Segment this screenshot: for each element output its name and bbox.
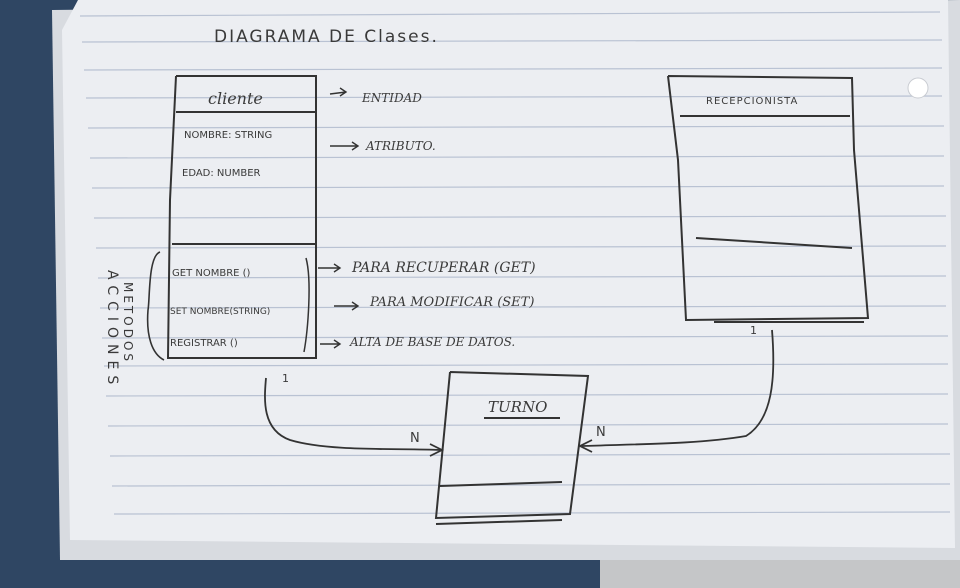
- class-recepcionista: [667, 75, 870, 323]
- annotation-get: PARA RECUPERAR (GET): [351, 260, 536, 276]
- class-turno: [434, 371, 590, 525]
- class-cliente: [166, 75, 317, 359]
- multiplicity-turno-right: N: [596, 425, 606, 440]
- side-label-acciones: ACCIONES: [104, 270, 120, 390]
- paper-sheet: [62, 0, 955, 548]
- cliente-attribute-edad: EDAD: NUMBER: [182, 168, 261, 179]
- ruled-lines: [79, 11, 951, 515]
- diagram-title: DIAGRAMA DE Clases.: [214, 27, 439, 47]
- cliente-method-set: SET NOMBRE(STRING): [170, 307, 270, 317]
- annotation-registrar: ALTA DE BASE DE DATOS.: [349, 335, 515, 349]
- annotation-atributo: ATRIBUTO.: [365, 139, 436, 153]
- methods-bracket-right: [303, 257, 310, 353]
- class-cliente-name: cliente: [208, 89, 263, 108]
- cliente-attribute-nombre: NOMBRE: STRING: [184, 130, 272, 141]
- cliente-method-get: GET NOMBRE (): [172, 268, 251, 279]
- multiplicity-cliente-one: 1: [282, 372, 289, 385]
- multiplicity-turno-left: N: [410, 431, 420, 446]
- class-turno-name: TURNO: [488, 398, 547, 416]
- class-recepcionista-name: RECEPCIONISTA: [706, 96, 798, 107]
- side-label-metodos: METODOS: [121, 282, 135, 364]
- annotation-entidad: ENTIDAD: [361, 91, 422, 105]
- multiplicity-recepcionista-one: 1: [750, 324, 757, 337]
- punch-hole: [907, 77, 929, 99]
- methods-bracket: [146, 251, 165, 361]
- annotation-arrows: [318, 87, 360, 349]
- association-lines: [264, 329, 775, 457]
- annotation-set: PARA MODIFICAR (SET): [369, 295, 534, 310]
- cliente-method-registrar: REGISTRAR (): [170, 338, 238, 349]
